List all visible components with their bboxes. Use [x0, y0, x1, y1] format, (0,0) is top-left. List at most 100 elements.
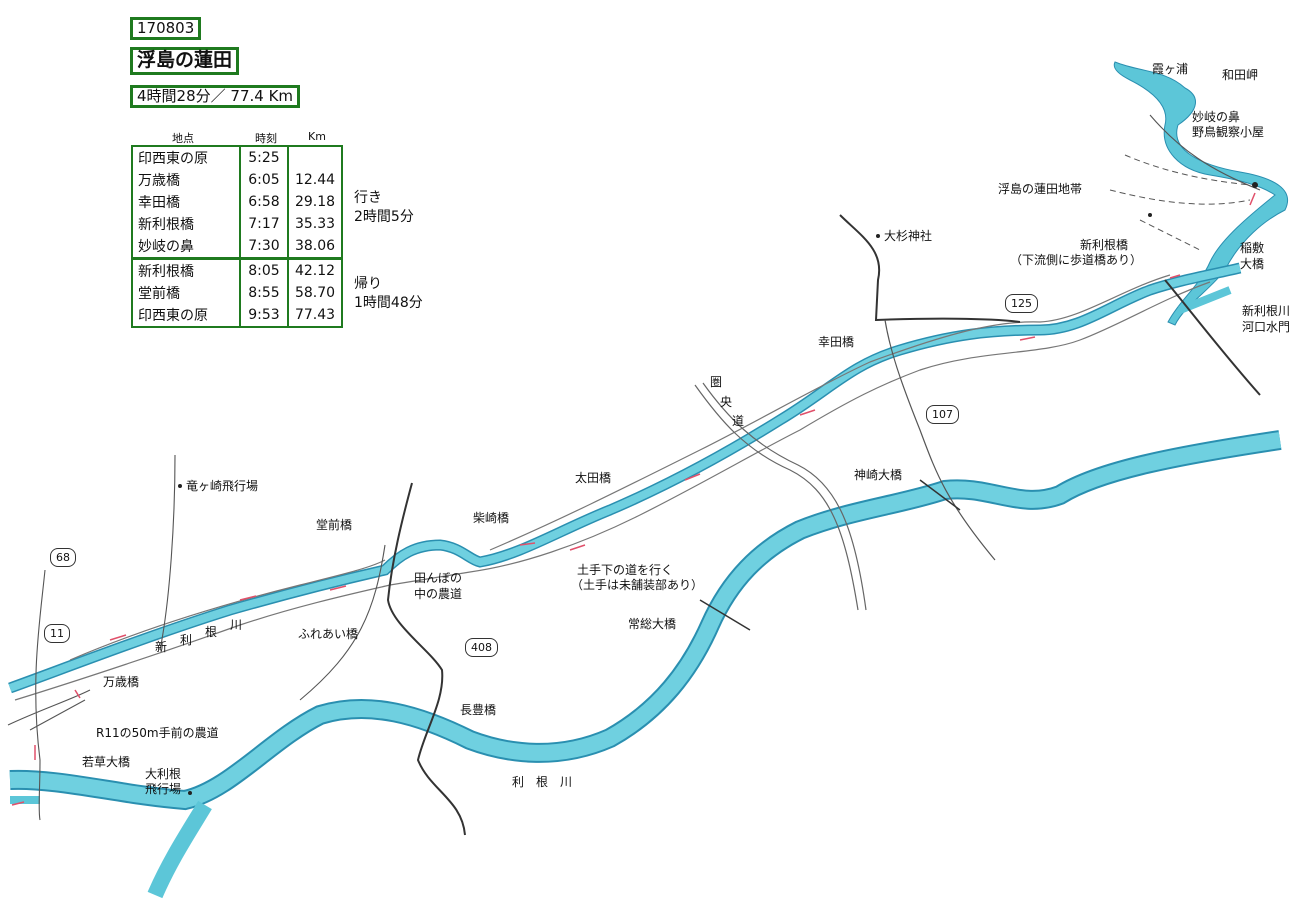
cell-time: 7:17	[239, 213, 289, 235]
label-shintonegawa: 新	[155, 640, 168, 654]
label-joso: 常総大橋	[628, 617, 677, 631]
road-408	[386, 482, 466, 836]
tone-branch	[147, 800, 212, 899]
label-hasuda: 浮島の蓮田地帯	[998, 182, 1083, 196]
bridge-marks	[699, 479, 961, 631]
label-shintonegawa: 利	[180, 633, 193, 647]
location-dot	[876, 234, 880, 238]
embankment-road	[14, 281, 1211, 701]
label-wadamisaki: 和田岬	[1222, 68, 1259, 82]
tone-river-fill	[9, 432, 1282, 809]
route-arrows	[11, 192, 1256, 806]
minor-road-north	[1149, 114, 1261, 191]
cell-place: 万歳橋	[131, 169, 241, 191]
cell-time: 9:53	[239, 304, 289, 327]
label-tanbo-1: 田んぼの	[414, 571, 463, 585]
shin-tone-river-fill	[8, 264, 1241, 692]
label-ryugasaki: 竜ヶ崎飛行場	[186, 479, 259, 493]
label-kakou-2: 河口水門	[1242, 320, 1291, 334]
cell-time: 7:30	[239, 235, 289, 258]
cell-place: 幸田橋	[131, 191, 241, 213]
label-otone-2: 飛行場	[145, 782, 182, 796]
route-shield-408: 408	[465, 638, 498, 657]
label-dote-2: （土手は未舗装部あり）	[571, 578, 704, 592]
label-wakakusa: 若草大橋	[82, 755, 131, 769]
label-tonegawa: 川	[560, 775, 573, 789]
cell-km: 42.12	[287, 259, 343, 282]
cell-time: 8:05	[239, 259, 289, 282]
cell-time: 6:05	[239, 169, 289, 191]
label-hodokyo: （下流側に歩道橋あり）	[1010, 253, 1143, 267]
label-ken-3: 道	[732, 414, 745, 428]
route-shield-107: 107	[926, 405, 959, 424]
label-nagatoyo: 長豊橋	[460, 703, 497, 717]
cell-time: 5:25	[239, 146, 289, 169]
cell-km: 58.70	[287, 282, 343, 304]
total-box: 4時間28分／ 77.4 Km	[130, 85, 301, 109]
cell-km: 29.18	[287, 191, 343, 213]
cell-place: 堂前橋	[131, 282, 241, 304]
location-dot	[188, 791, 192, 795]
label-myoki: 妙岐の鼻	[1192, 110, 1241, 124]
route-shield-68: 68	[50, 548, 76, 567]
cell-place: 印西東の原	[131, 146, 241, 169]
label-otabashi: 太田橋	[575, 471, 612, 485]
summary-label: 行き	[354, 190, 382, 206]
label-inashiki-2: 大橋	[1240, 257, 1265, 271]
cell-place: 妙岐の鼻	[131, 235, 241, 258]
route-shield-125: 125	[1005, 294, 1038, 313]
col-header-place: 地点	[172, 132, 194, 145]
label-shintonegawa: 根	[205, 625, 218, 639]
cell-km	[287, 146, 343, 169]
location-dot	[1148, 213, 1152, 217]
location-dot	[178, 484, 182, 488]
cell-place: 新利根橋	[131, 213, 241, 235]
label-osugi: 大杉神社	[884, 229, 933, 243]
embankment-road	[69, 274, 1171, 661]
road-107	[884, 319, 996, 561]
total-time-distance: 4時間28分／ 77.4 Km	[137, 87, 294, 105]
water-stubs	[10, 286, 1232, 804]
title-box: 浮島の蓮田	[130, 47, 240, 75]
route-shield-11: 11	[44, 624, 70, 643]
label-shintonebashi: 新利根橋	[1080, 238, 1129, 252]
label-kasumigaura: 霞ヶ浦	[1152, 62, 1189, 76]
col-header-km: Km	[308, 130, 326, 143]
cell-km: 12.44	[287, 169, 343, 191]
summary-time: 2時間5分	[354, 208, 414, 225]
page-title: 浮島の蓮田	[137, 49, 233, 71]
label-yacho: 野鳥観察小屋	[1192, 125, 1265, 139]
label-domae: 堂前橋	[316, 518, 353, 532]
label-shintonegawa: 川	[230, 618, 243, 632]
date: 170803	[137, 19, 195, 37]
ken-o-do	[694, 382, 867, 611]
label-tanbo-2: 中の農道	[414, 587, 463, 601]
label-dote-1: 土手下の道を行く	[577, 563, 674, 577]
date-box: 170803	[130, 17, 202, 41]
location-dot	[1252, 182, 1258, 188]
minor-roads	[7, 454, 386, 821]
outbound-summary: 行き 2時間5分	[354, 189, 414, 227]
cell-place: 新利根橋	[131, 259, 241, 282]
col-header-time: 時刻	[255, 132, 277, 145]
cell-km: 77.43	[287, 304, 343, 327]
label-ken-2: 央	[720, 395, 733, 409]
label-otone-1: 大利根	[145, 767, 182, 781]
label-tonegawa: 利	[512, 775, 525, 789]
cell-km: 35.33	[287, 213, 343, 235]
summary-label: 帰り	[354, 276, 382, 292]
road-east	[1164, 279, 1261, 396]
label-kakou-1: 新利根川	[1242, 304, 1291, 318]
